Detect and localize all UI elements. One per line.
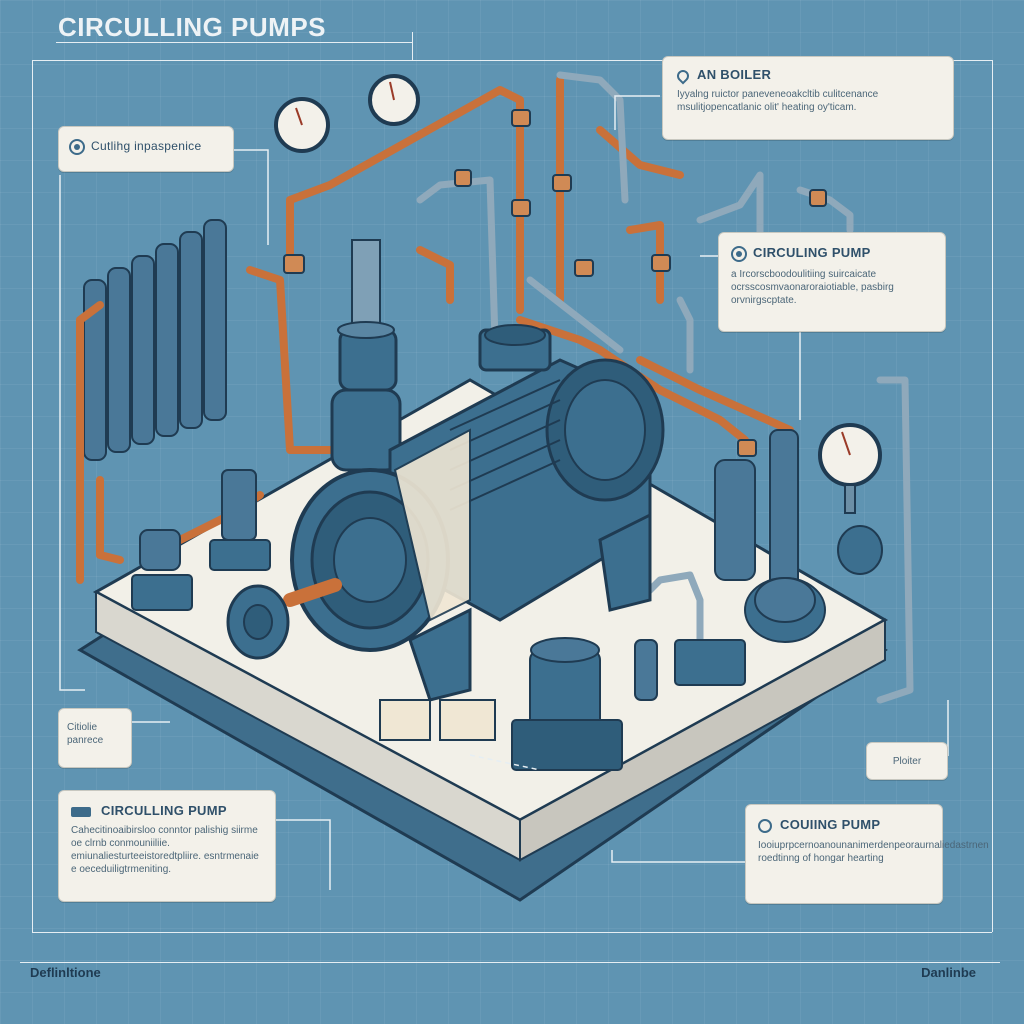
pump-feet <box>408 512 652 702</box>
frame-right <box>992 60 993 932</box>
callout-left-small: Citiolie panrece <box>58 708 132 768</box>
leader-lines <box>59 95 949 890</box>
copper-fittings <box>283 109 827 457</box>
title-rule <box>56 42 412 43</box>
frame-top <box>32 60 992 61</box>
location-pin-icon <box>674 67 692 85</box>
callout-circuling-pump-text: a Ircorscboodoulitiing suircaicate ocrss… <box>731 268 894 306</box>
gear-icon <box>731 245 747 262</box>
callout-top-left: Cutlihg inpaspenice <box>58 126 234 172</box>
callout-left-small-text: Citiolie panrece <box>67 722 104 746</box>
callout-bottom-left-title: CIRCULLING PUMP <box>101 803 227 818</box>
callout-right-small: Ploiter <box>866 742 948 780</box>
callout-top-left-title: Cutlihg inpaspenice <box>91 139 202 154</box>
inlet-column <box>330 239 402 472</box>
footer-rule <box>20 962 1000 963</box>
page-title: CIRCULLING PUMPS <box>58 12 326 42</box>
callout-boiler-title: AN BOILER <box>697 67 772 82</box>
callout-boiler: AN BOILER Iyyalng ruictor paneveneoakclt… <box>662 56 954 140</box>
callout-circuling-pump: CIRCULING PUMP a Ircorscboodoulitiing su… <box>718 232 946 332</box>
callout-bottom-right-title: COUIING PUMP <box>780 817 881 832</box>
callout-bottom-left-text: Cahecitinoaibirsloo conntor palishig sii… <box>71 825 259 875</box>
pump-shaft <box>226 578 342 660</box>
pressure-gauges <box>274 74 882 514</box>
radiator <box>83 219 227 461</box>
callout-circuling-pump-title: CIRCULING PUMP <box>753 245 871 260</box>
magnifier-icon <box>758 818 772 833</box>
valves <box>131 429 883 771</box>
callout-bottom-right: COUIING PUMP Iooiuprpcernoanounanimerden… <box>745 804 989 904</box>
footer-left-label: Deflinltione <box>30 965 101 980</box>
platform <box>77 378 889 902</box>
callout-right-small-text: Ploiter <box>892 756 922 767</box>
callout-bottom-right-text: Iooiuprpcernoanounanimerdenpeoraurnalied… <box>758 839 989 864</box>
frame-left <box>32 60 33 932</box>
footer-right-label: Danlinbe <box>921 965 976 980</box>
frame-bottom <box>32 932 992 933</box>
title-rule-right <box>412 32 413 60</box>
callout-bottom-left: CIRCULLING PUMP Cahecitinoaibirsloo conn… <box>58 790 276 902</box>
callout-boiler-text: Iyyalng ruictor paneveneoakcltib culitce… <box>677 89 879 113</box>
gear-icon <box>69 139 85 155</box>
pump-icon <box>71 806 91 817</box>
